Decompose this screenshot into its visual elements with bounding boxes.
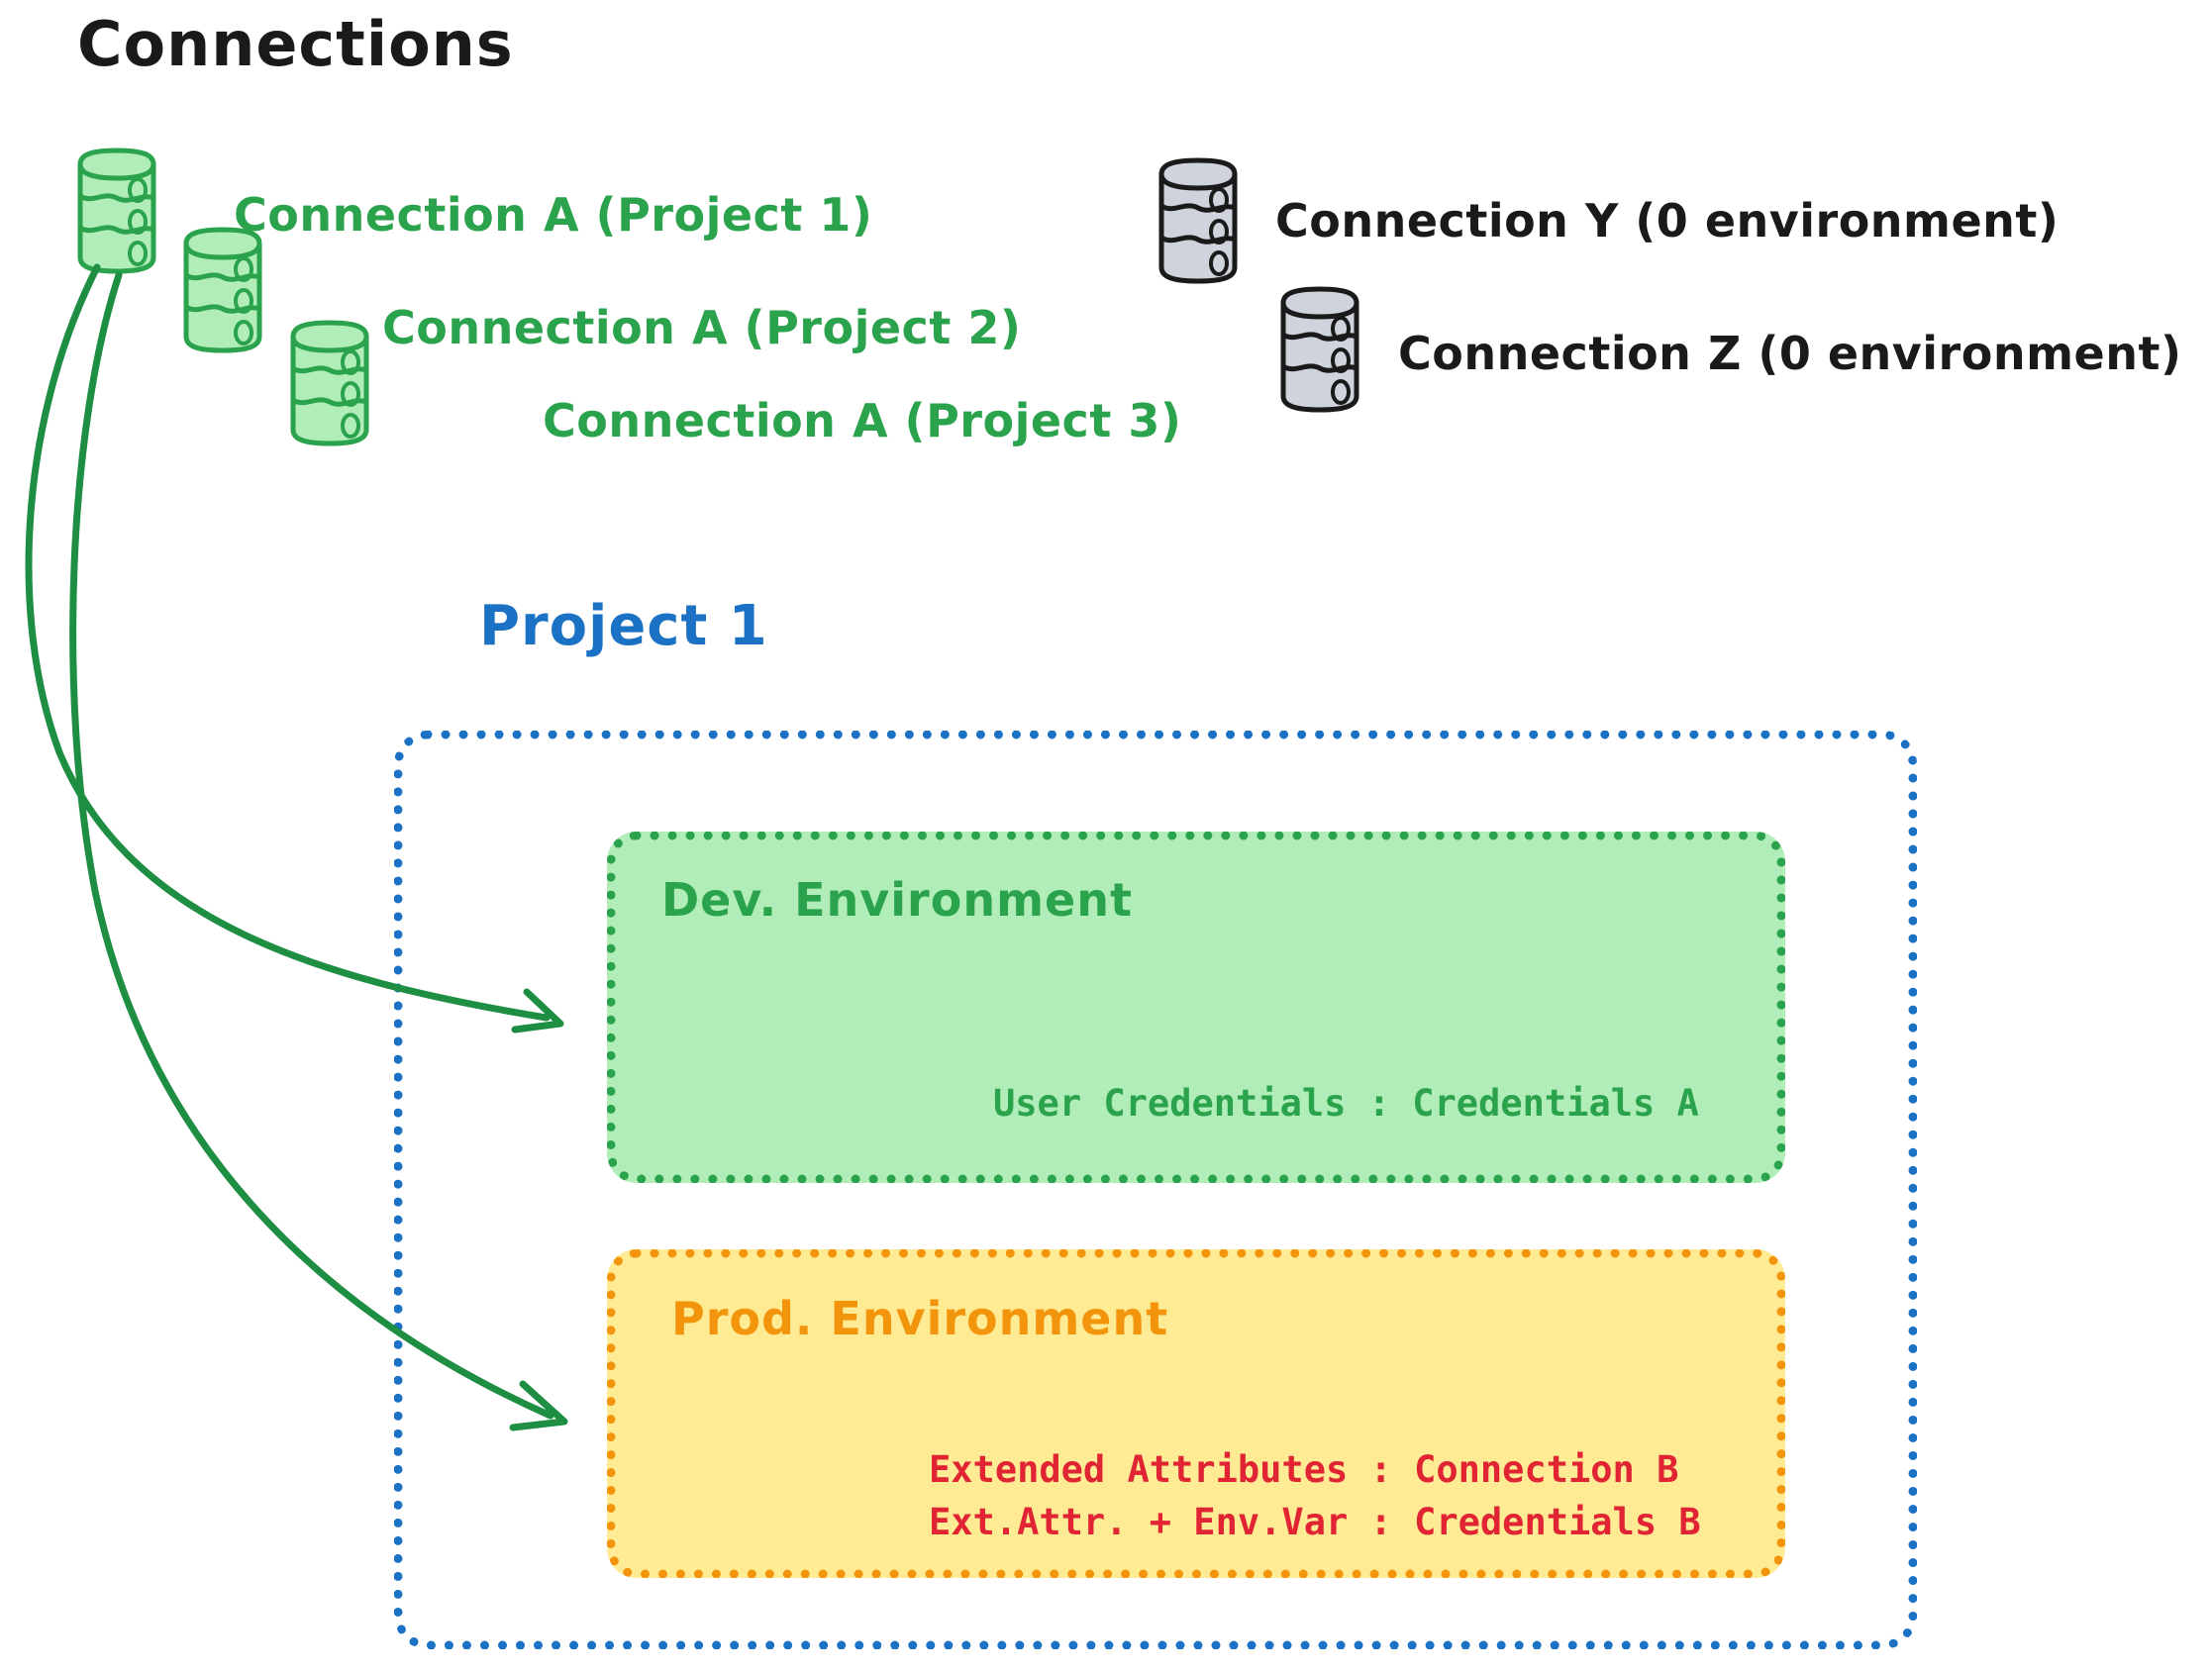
connection-label-conn-a-project-3: Connection A (Project 3) xyxy=(543,394,1182,447)
environment-box-prod xyxy=(607,1249,1785,1578)
database-icon-connection-a-project-3 xyxy=(290,320,369,446)
connection-label-conn-y: Connection Y (0 environment) xyxy=(1275,194,2060,247)
database-icon-connection-a-project-1 xyxy=(77,148,156,274)
connection-label-conn-z: Connection Z (0 environment) xyxy=(1398,327,2182,380)
environment-detail-prod-line-2: Ext.Attr. + Env.Var : Credentials B xyxy=(929,1501,1701,1543)
environment-detail-prod-line-1: Extended Attributes : Connection B xyxy=(929,1448,1679,1491)
connection-label-conn-a-project-1: Connection A (Project 1) xyxy=(234,188,873,242)
environment-title-prod: Prod. Environment xyxy=(671,1292,1169,1345)
database-icon-connection-a-project-2 xyxy=(183,227,262,353)
project-title: Project 1 xyxy=(479,594,768,658)
diagram-title: Connections xyxy=(77,8,514,80)
environment-box-dev xyxy=(607,832,1785,1183)
connection-label-conn-a-project-2: Connection A (Project 2) xyxy=(382,301,1022,354)
environment-title-dev: Dev. Environment xyxy=(661,873,1133,927)
database-icon-connection-z xyxy=(1280,286,1359,413)
database-icon-connection-y xyxy=(1158,157,1238,284)
environment-detail-dev-line-1: User Credentials : Credentials A xyxy=(993,1082,1699,1125)
